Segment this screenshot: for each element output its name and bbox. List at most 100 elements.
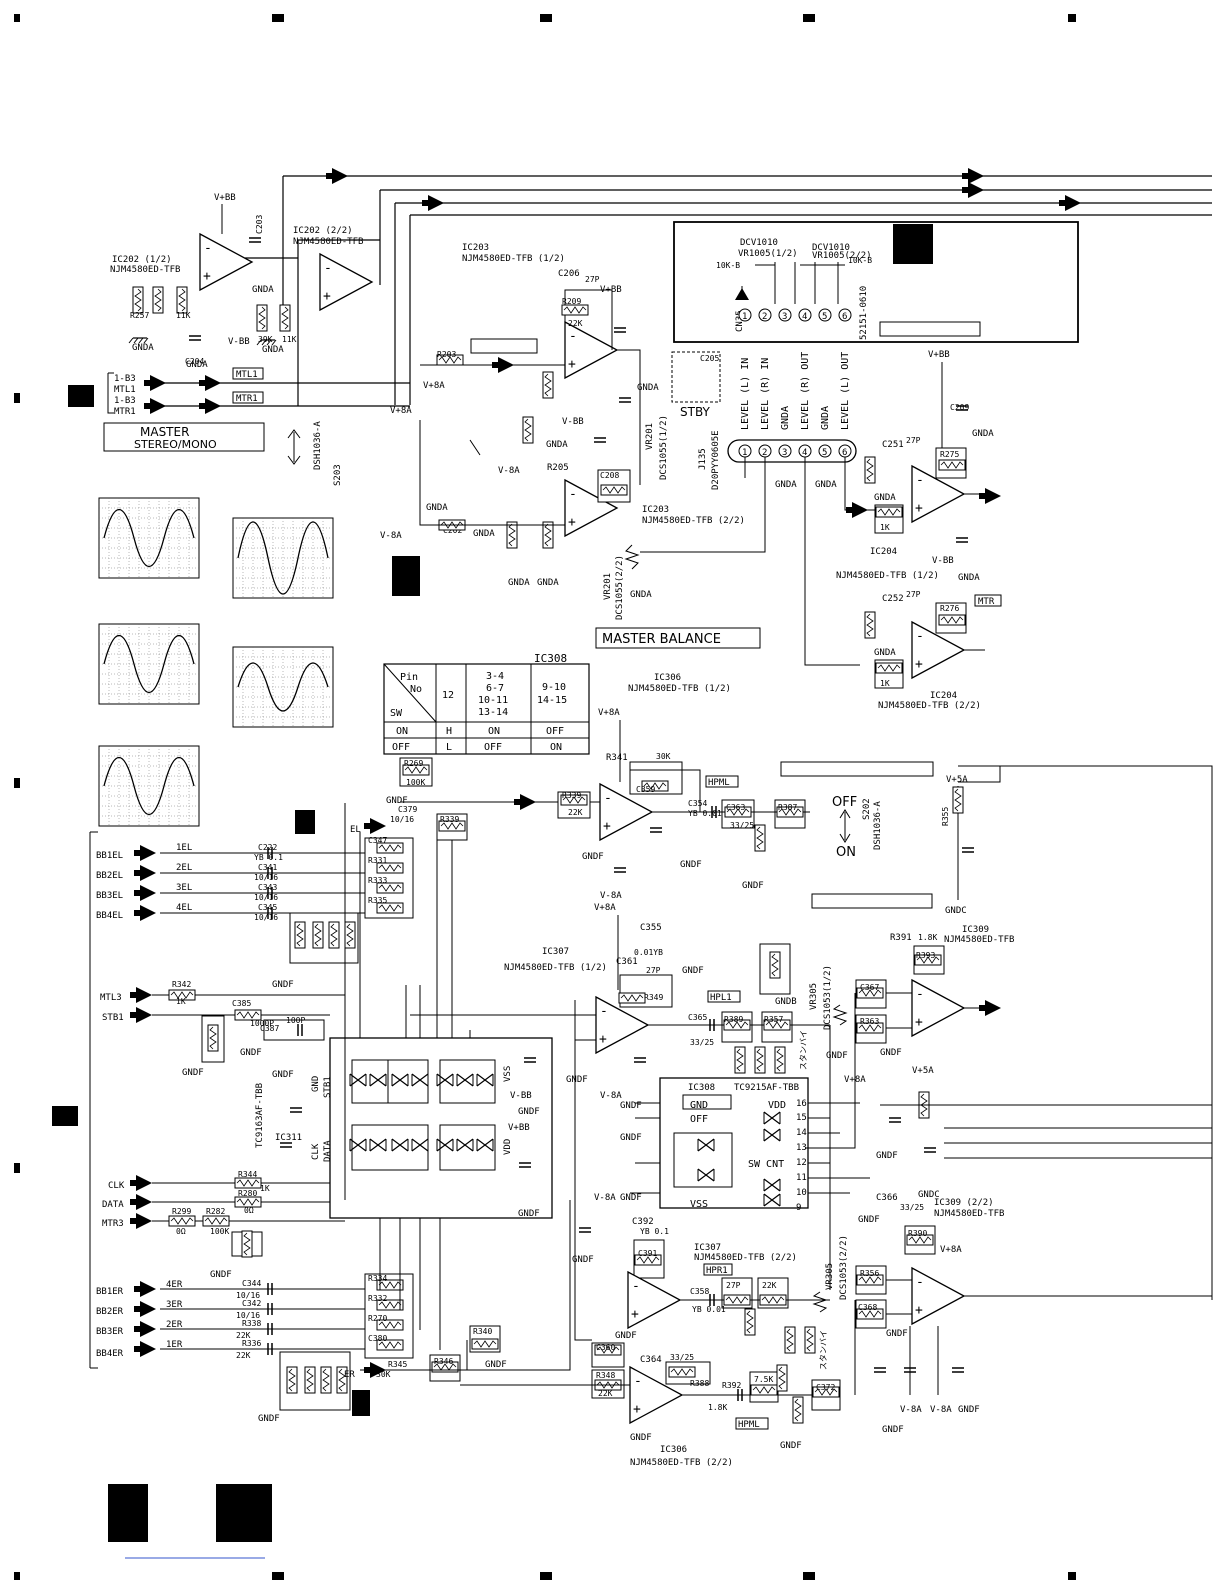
ic309a-part: NJM4580ED-TFB — [944, 935, 1014, 945]
gndf-r269: GNDF — [386, 796, 408, 806]
gnda-ic202: GNDA — [252, 285, 274, 295]
r346-value: 22K — [598, 1389, 613, 1398]
c362-label: C392 — [632, 1217, 654, 1227]
r332-label: C380 — [368, 1334, 387, 1343]
c347-label: C345 — [258, 903, 277, 912]
vm8a-c371: V-8A — [930, 1405, 952, 1415]
gnda-2: GNDA — [262, 345, 284, 355]
r280-label: R299 — [172, 1207, 191, 1216]
vp8a-ic307: V+8A — [594, 903, 616, 913]
svg-text:14: 14 — [796, 1128, 807, 1138]
ic308-vss: VSS — [690, 1199, 708, 1210]
ctrl-stb1: STB1 — [102, 1013, 124, 1023]
r212-value: 1K — [880, 679, 890, 688]
ic309a-ref: IC309 — [962, 925, 989, 935]
vp8a-ic306: V+8A — [598, 708, 620, 718]
mtr1-tag: MTR1 — [236, 394, 258, 404]
r201-value: 11K — [176, 311, 191, 320]
vr1005a-label: VR1005(1/2) — [738, 249, 798, 259]
table-header-b1: 3-4 — [486, 671, 504, 682]
c206-label: C206 — [558, 269, 580, 279]
r387-label: C363 — [726, 803, 745, 812]
c348-label: C344 — [242, 1279, 261, 1288]
dcv1010-module: DCV1010 VR1005(1/2) DCV1010 VR1005(2/2) … — [640, 221, 1079, 666]
vmbb-ic202: V-BB — [228, 337, 250, 347]
c348-value: 10/16 — [236, 1291, 260, 1300]
r299-value: 100K — [210, 1227, 229, 1236]
net-2er: 2ER — [166, 1320, 183, 1330]
table-r1-12: H — [446, 726, 452, 737]
svg-text:16: 16 — [796, 1099, 807, 1109]
c362-value: YB 0.1 — [640, 1227, 669, 1236]
gnda-vr201b: GNDA — [630, 590, 652, 600]
ic306a-ref: IC306 — [654, 673, 681, 683]
c364-label: R392 — [722, 1381, 741, 1390]
c355-value: 0.01YB — [634, 948, 663, 957]
gndf-ic306a: GNDF — [582, 852, 604, 862]
ic203b-part: NJM4580ED-TFB (2/2) — [642, 516, 745, 526]
ic204a-part: NJM4580ED-TFB (1/2) — [836, 571, 939, 581]
r336-label: R332 — [368, 1294, 387, 1303]
r347-label: C359 — [636, 785, 655, 794]
vm8a-ic203b: V-8A — [498, 466, 520, 476]
vr305b-part: DCS1053(2/2) — [839, 1235, 849, 1300]
c363-value: YB 0.01 — [688, 809, 722, 818]
j135-pin3: 3 — [782, 448, 787, 458]
c342-label: R336 — [242, 1339, 261, 1348]
ic308-part: TC9215AF-TBB — [734, 1083, 799, 1093]
c251-value: 27P — [906, 436, 921, 445]
ic306-ic307-upper: IC306 NJM4580ED-TFB (1/2) V+8A R341 30K … — [400, 673, 1213, 1300]
vp8a-ic309b: V+8A — [940, 1245, 962, 1255]
gndf-c372: GNDF — [882, 1425, 904, 1435]
table-r2-c: ON — [550, 742, 562, 753]
gndf-ic308a: GNDF — [620, 1133, 642, 1143]
table-r1-c: OFF — [546, 726, 564, 737]
r270-label: R340 — [473, 1327, 492, 1336]
gndb-label: GNDB — [775, 997, 797, 1007]
r389-label: R389 — [724, 1015, 743, 1024]
bb-el-inputs: BB1EL BB2EL BB3EL BB4EL 1EL 2EL 3EL 4EL … — [89, 757, 468, 1369]
svg-text:11: 11 — [796, 1173, 807, 1183]
ic311-gnd: GND — [311, 1076, 321, 1092]
c342-value: 22K — [236, 1351, 251, 1360]
gndc-ic308: GNDC — [918, 1190, 940, 1200]
ic306b-ref: IC306 — [660, 1445, 687, 1455]
j135-pin5: 5 — [822, 448, 827, 458]
c355-label: C355 — [640, 923, 662, 933]
r348-label: R388 — [690, 1379, 709, 1388]
bb1el-label: BB1EL — [96, 851, 123, 861]
ic311-stb1: STB1 — [323, 1076, 333, 1098]
gnda-ic204b: GNDA — [874, 648, 896, 658]
r211-value: 1K — [880, 523, 890, 532]
c365-value: 33/25 — [690, 1038, 714, 1047]
gndf-ic307: GNDF — [566, 1075, 588, 1085]
gnda-ic203d: GNDA — [473, 529, 495, 539]
hpml-tag-bottom: HPML — [738, 1420, 760, 1430]
c341-label: C222 — [258, 843, 277, 852]
c368-value: 33/25 — [900, 1203, 924, 1212]
vr201-part: DCS1055(1/2) — [659, 415, 669, 480]
r210-label: C208 — [600, 471, 619, 480]
j135-pin2: 2 — [762, 448, 767, 458]
s202-part: DSH1036-A — [873, 801, 883, 850]
c359-value: 30K — [656, 752, 671, 761]
vmbb-ic204: V-BB — [932, 556, 954, 566]
r342-label: C385 — [232, 999, 251, 1008]
r357-label: R357 — [764, 1015, 783, 1024]
c343-label: C341 — [258, 863, 277, 872]
net-4el: 4EL — [176, 903, 192, 913]
r338-label: R334 — [368, 1274, 387, 1283]
r344-value: 0Ω — [244, 1206, 254, 1215]
j135-pin1: 1 — [742, 448, 747, 458]
ic306b-part: NJM4580ED-TFB (2/2) — [630, 1458, 733, 1468]
vr305-part: DCS1053(1/2) — [823, 965, 833, 1030]
ic204a-ref: IC204 — [870, 547, 897, 557]
gnda-j135b: GNDA — [815, 480, 837, 490]
c367-label: R391 — [890, 933, 912, 943]
ic311-ref: IC311 — [275, 1133, 302, 1143]
vr201b-part: DCS1055(2/2) — [615, 555, 625, 620]
gndf-ic311a: GNDF — [518, 1107, 540, 1117]
gndf-ic308c: GNDF — [620, 1101, 642, 1111]
cn35-pin4: LEVEL (R) OUT — [800, 352, 811, 430]
vr-10kb-b: 10K-B — [848, 256, 872, 265]
